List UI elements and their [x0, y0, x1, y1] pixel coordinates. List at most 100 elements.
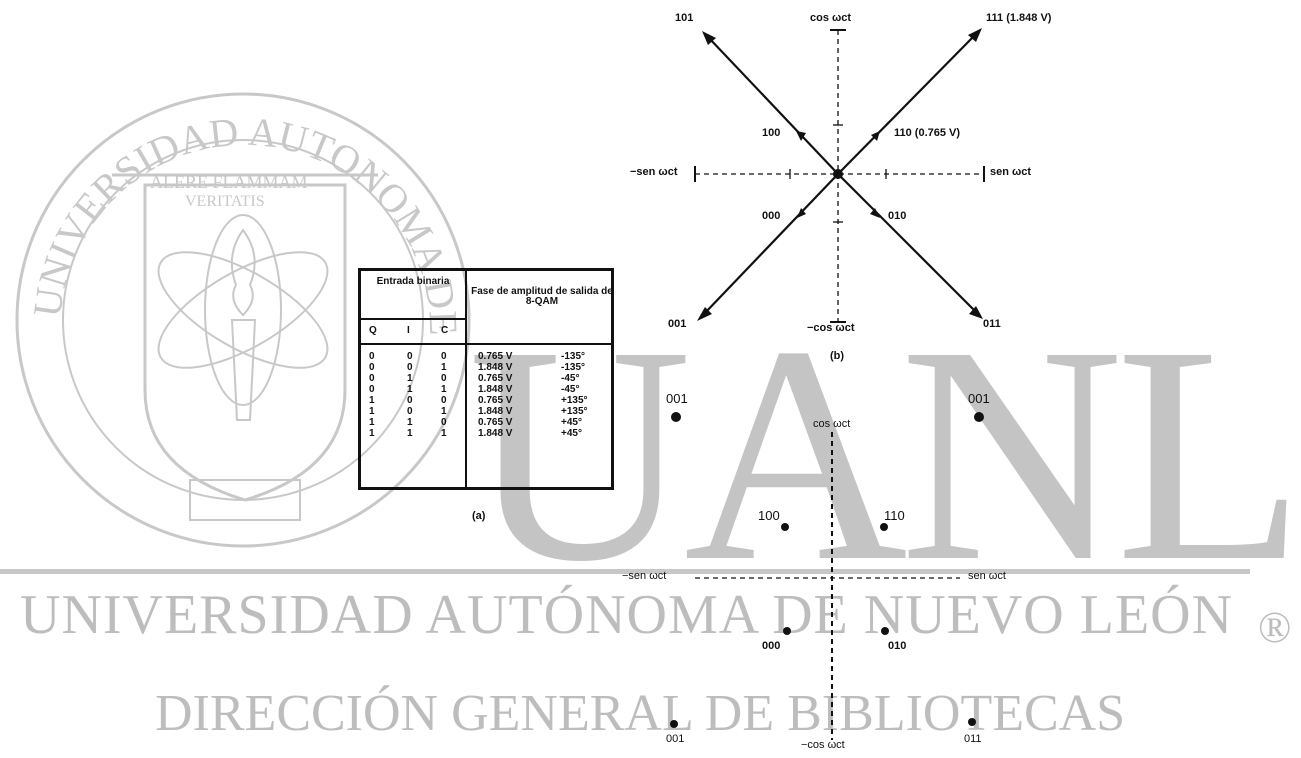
table-cell-i: 0	[407, 406, 413, 417]
table-cell-amp: 0.765 V	[478, 395, 513, 406]
table-cell-i: 0	[407, 362, 413, 373]
table-cell-phase: -45°	[561, 384, 580, 395]
constellation-000-label: 000	[762, 640, 781, 652]
table-cell-i: 1	[407, 373, 413, 384]
table-cell-q: 1	[369, 417, 375, 428]
table-cell-phase: -45°	[561, 373, 580, 384]
table-cell-c: 1	[441, 406, 447, 417]
table-header-input: Entrada binaria	[376, 276, 450, 287]
constellation-point	[671, 412, 681, 422]
constellation-110-label: 110	[884, 508, 905, 523]
constellation-point	[670, 720, 678, 728]
constellation-point	[974, 412, 984, 422]
phasor-cos-label: cos ωct	[810, 12, 852, 24]
watermark-uanl: UANL	[468, 283, 1301, 626]
constellation-point	[968, 718, 976, 726]
constellation-br-label: 011	[964, 733, 982, 745]
constellation-cos-label: cos ωct	[813, 418, 851, 430]
table-cell-q: 1	[369, 395, 375, 406]
constellation-point	[881, 627, 889, 635]
table-cell-c: 0	[441, 373, 447, 384]
table-divider	[465, 271, 467, 487]
table-row: 0 1 1 1.848 V -45°	[361, 384, 617, 395]
table-cell-phase: -135°	[561, 351, 586, 362]
phasor-100-label: 100	[762, 127, 781, 139]
table-cell-c: 0	[441, 395, 447, 406]
table-cell-amp: 1.848 V	[478, 384, 513, 395]
constellation-point	[783, 627, 791, 635]
constellation-point	[880, 523, 888, 531]
table-col-q: Q	[369, 325, 377, 336]
table-cell-amp: 1.848 V	[478, 406, 513, 417]
table-cell-q: 0	[369, 373, 375, 384]
table-row: 1 1 0 0.765 V +45°	[361, 417, 617, 428]
constellation-neg-sen-label: −sen ωct	[622, 570, 667, 582]
table-cell-amp: 1.848 V	[478, 428, 513, 439]
table-cell-q: 0	[369, 362, 375, 373]
table-cell-c: 0	[441, 417, 447, 428]
phasor-111-label: 111 (1.848 V)	[986, 12, 1052, 24]
table-col-c: C	[441, 325, 449, 336]
phasor-011-label: 011	[983, 318, 1001, 330]
table-header-output: Fase de amplitud de salida de 8-QAM	[471, 286, 613, 307]
table-cell-c: 1	[441, 362, 447, 373]
table-row: 0 0 1 1.848 V -135°	[361, 362, 617, 373]
table-caption: (a)	[472, 510, 486, 522]
table-cell-c: 0	[441, 351, 447, 362]
table-divider	[361, 343, 611, 345]
constellation-bl-label: 001	[666, 733, 685, 745]
table-row: 0 1 0 0.765 V -45°	[361, 373, 617, 384]
table-cell-phase: -135°	[561, 362, 586, 373]
constellation-010-label: 010	[888, 640, 907, 652]
watermark-direccion: DIRECCIÓN GENERAL DE BIBLIOTECAS	[155, 685, 1126, 742]
svg-text:VERITATIS: VERITATIS	[185, 193, 265, 210]
table-cell-q: 1	[369, 428, 375, 439]
table-cell-amp: 1.848 V	[478, 362, 513, 373]
table-cell-q: 0	[369, 351, 375, 362]
table-cell-i: 0	[407, 351, 413, 362]
constellation-point	[781, 523, 789, 531]
table-cell-i: 0	[407, 395, 413, 406]
phasor-sen-label: sen ωct	[990, 166, 1032, 178]
phasor-caption: (b)	[830, 350, 845, 362]
table-cell-q: 0	[369, 384, 375, 395]
phasor-110-label: 110 (0.765 V)	[894, 127, 961, 139]
phasor-101-label: 101	[675, 12, 694, 24]
constellation-sen-label: sen ωct	[968, 570, 1006, 582]
phasor-010-label: 010	[888, 210, 907, 222]
table-cell-q: 1	[369, 406, 375, 417]
table-divider	[361, 318, 465, 320]
table-cell-i: 1	[407, 417, 413, 428]
table-cell-phase: +135°	[561, 406, 588, 417]
table-cell-i: 1	[407, 384, 413, 395]
phasor-001-label: 001	[668, 318, 687, 330]
table-cell-phase: +45°	[561, 417, 582, 428]
phasor-neg-sen-label: −sen ωct	[630, 166, 678, 178]
table-cell-phase: +45°	[561, 428, 582, 439]
constellation-tl-label: 001	[666, 391, 688, 406]
table-cell-phase: +135°	[561, 395, 588, 406]
watermark-rule	[0, 569, 1250, 574]
svg-text:ALERE FLAMMAM: ALERE FLAMMAM	[150, 172, 308, 192]
table-col-i: I	[407, 325, 410, 336]
table-cell-i: 1	[407, 428, 413, 439]
watermark-registered-mark: ®	[1258, 603, 1292, 652]
table-row: 1 0 1 1.848 V +135°	[361, 406, 617, 417]
table-cell-amp: 0.765 V	[478, 351, 513, 362]
constellation-tr-label: 001	[968, 391, 990, 406]
table-row: 0 0 0 0.765 V -135°	[361, 351, 617, 362]
table-cell-c: 1	[441, 384, 447, 395]
table-cell-c: 1	[441, 428, 447, 439]
phasor-neg-cos-label: −cos ωct	[807, 322, 855, 334]
table-cell-amp: 0.765 V	[478, 373, 513, 384]
table-row: 1 0 0 0.765 V +135°	[361, 395, 617, 406]
phasor-000-label: 000	[762, 210, 781, 222]
table-row: 1 1 1 1.848 V +45°	[361, 428, 617, 439]
table-cell-amp: 0.765 V	[478, 417, 513, 428]
constellation-neg-cos-label: −cos ωct	[801, 739, 845, 751]
truth-table: Entrada binaria Fase de amplitud de sali…	[358, 268, 614, 490]
watermark-university-name: UNIVERSIDAD AUTÓNOMA DE NUEVO LEÓN	[20, 584, 1234, 646]
